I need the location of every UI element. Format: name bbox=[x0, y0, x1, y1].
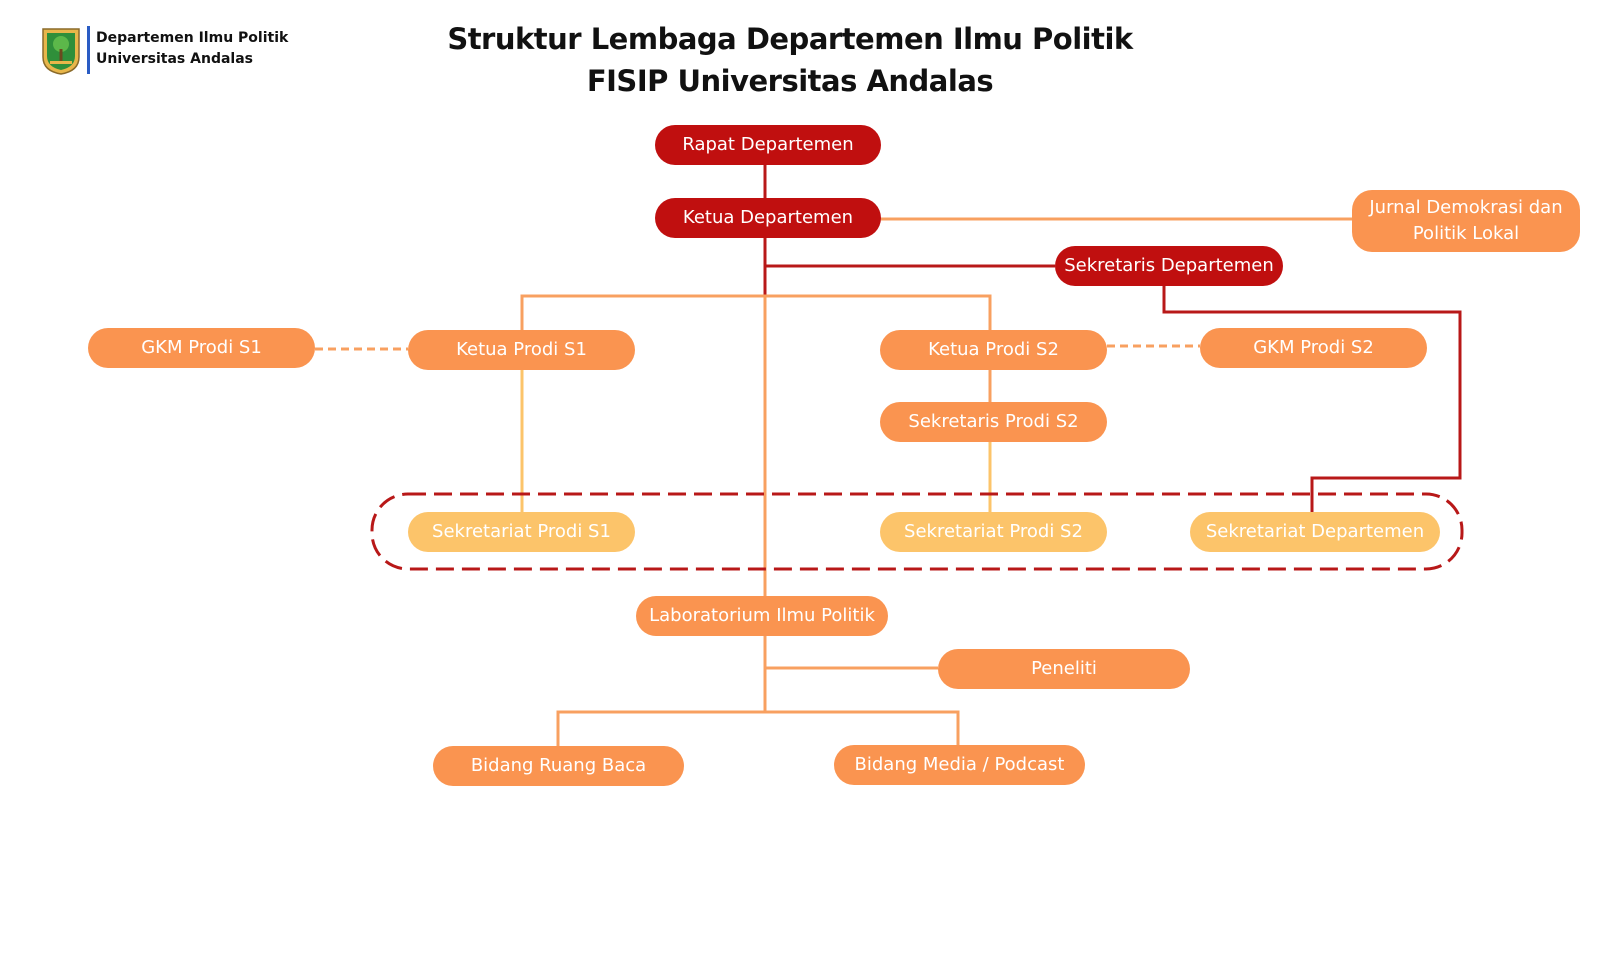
header-line-1: Departemen Ilmu Politik bbox=[96, 30, 289, 46]
line-branch-prodi bbox=[520, 294, 992, 330]
page-title-line-2: FISIP Universitas Andalas bbox=[586, 64, 994, 98]
node-gkm-prodi-s1: GKM Prodi S1 bbox=[88, 328, 315, 368]
node-jurnal: Jurnal Demokrasi dan Politik Lokal bbox=[1352, 190, 1580, 252]
node-sekretariat-prodi-s2: Sekretariat Prodi S2 bbox=[880, 512, 1107, 552]
node-laboratorium: Laboratorium Ilmu Politik bbox=[636, 596, 888, 636]
line-branch-bidang bbox=[556, 710, 960, 746]
node-ketua-prodi-s1: Ketua Prodi S1 bbox=[408, 330, 635, 370]
page-title-line-1: Struktur Lembaga Departemen Ilmu Politik bbox=[447, 22, 1133, 56]
node-sekretariat-prodi-s1: Sekretariat Prodi S1 bbox=[408, 512, 635, 552]
node-ketua-prodi-s2: Ketua Prodi S2 bbox=[880, 330, 1107, 370]
university-emblem-icon bbox=[42, 28, 80, 75]
node-sekretariat-departemen: Sekretariat Departemen bbox=[1190, 512, 1440, 552]
line-sekretaris-sekretariat bbox=[1162, 286, 1462, 512]
node-bidang-ruang-baca: Bidang Ruang Baca bbox=[433, 746, 684, 786]
node-sekretaris-prodi-s2: Sekretaris Prodi S2 bbox=[880, 402, 1107, 442]
header-accent-bar bbox=[87, 26, 90, 74]
node-gkm-prodi-s2: GKM Prodi S2 bbox=[1200, 328, 1427, 368]
node-sekretaris-departemen: Sekretaris Departemen bbox=[1055, 246, 1283, 286]
node-bidang-media-podcast: Bidang Media / Podcast bbox=[834, 745, 1085, 785]
node-peneliti: Peneliti bbox=[938, 649, 1190, 689]
node-ketua-departemen: Ketua Departemen bbox=[655, 198, 881, 238]
header-org-name: Departemen Ilmu Politik Universitas Anda… bbox=[96, 28, 288, 70]
sekretariat-group-outline bbox=[370, 492, 1464, 571]
node-rapat-departemen: Rapat Departemen bbox=[655, 125, 881, 165]
header-line-2: Universitas Andalas bbox=[96, 51, 253, 67]
